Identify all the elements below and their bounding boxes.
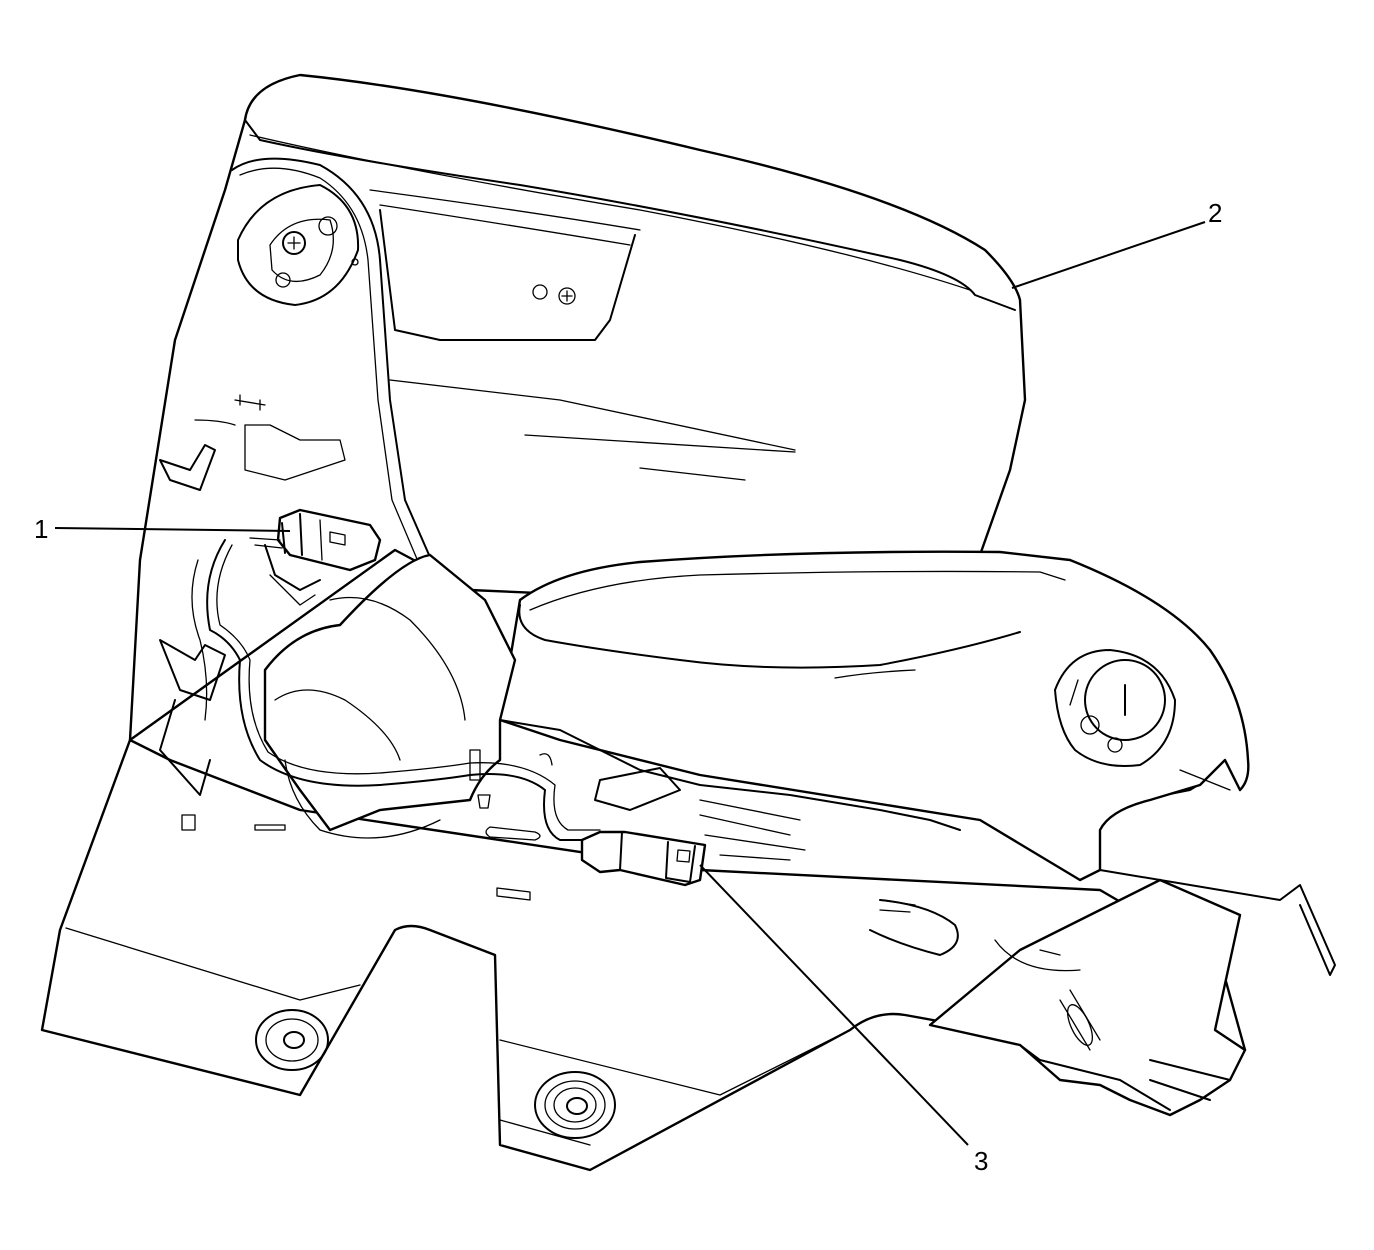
callout-1: 1	[34, 514, 291, 544]
recliner-mechanism	[237, 184, 360, 306]
callout-3: 3	[699, 864, 988, 1176]
floor-bracket	[40, 738, 1247, 1172]
callout-label-1: 1	[34, 514, 48, 544]
screw-pair	[532, 284, 576, 305]
floor-bolt-center	[534, 1071, 616, 1139]
leader-line-1	[54, 527, 291, 532]
callout-label-2: 2	[1208, 198, 1222, 228]
leader-line-2	[1011, 221, 1206, 289]
callout-label-3: 3	[974, 1146, 988, 1176]
seat-cushion-connector	[580, 767, 707, 887]
floor-bolt-left	[255, 1009, 329, 1071]
wire-harness	[191, 539, 601, 841]
callout-2: 2	[1011, 198, 1222, 289]
rear-bracket	[928, 869, 1336, 1117]
cushion-recliner	[1054, 649, 1176, 767]
seat-pan	[263, 553, 1081, 972]
leader-line-3	[699, 864, 969, 1146]
seat-cushion	[498, 550, 1250, 882]
seat-harness-connector	[244, 424, 382, 606]
